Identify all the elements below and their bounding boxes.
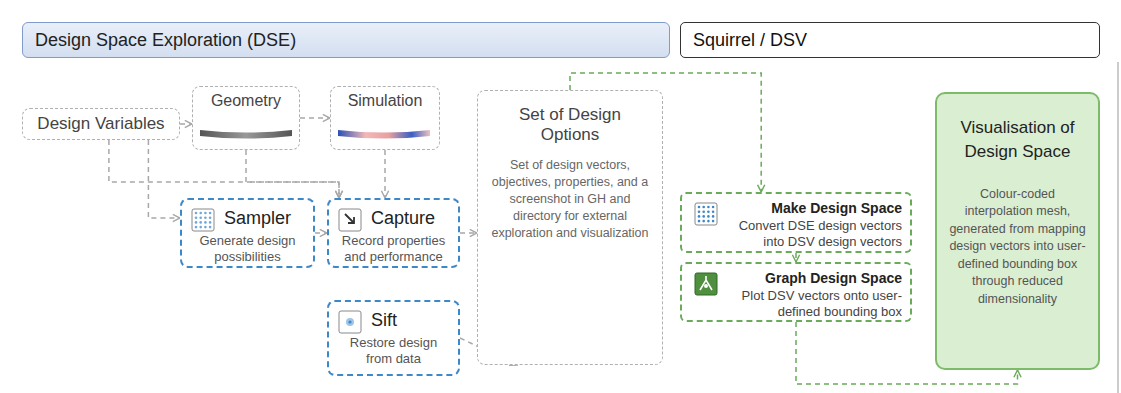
node-title: Sampler [188,206,307,230]
input-box: Design Variables [22,108,180,140]
component-box: SiftRestore design from data [327,300,460,376]
output-box: Visualisation of Design SpaceColour-code… [935,92,1100,370]
node-title: Visualisation of Design Space [947,116,1088,164]
node-title: Capture [335,206,452,230]
dashed-arrow [384,150,386,198]
section-header: Squirrel / DSV [680,22,1100,58]
node-description: Generate design possibilities [188,233,307,266]
dashed-arrow [180,123,192,125]
node-title: Sift [335,308,452,332]
dashed-arrow [300,117,330,119]
dashed-arrow [246,150,339,198]
dashed-arrow [315,232,327,234]
node-title: Graph Design Space [765,270,902,286]
graph-icon [694,272,718,296]
dashed-arrow [148,140,180,218]
node-description: Convert DSE design vectors into DSV desi… [734,218,902,251]
dashed-arrow [795,253,797,262]
section-header: Design Space Exploration (DSE) [22,22,670,58]
data-box: Set of Design OptionsSet of design vecto… [477,90,663,365]
component-box: Make Design SpaceConvert DSE design vect… [680,192,912,253]
grid-icon [191,208,215,232]
sift-icon [338,310,362,334]
capture-icon [338,208,362,232]
node-title: Squirrel / DSV [693,30,1087,51]
dashed-arrow [460,232,477,234]
node-description: Colour-coded interpolation mesh, generat… [947,186,1088,309]
node-description: Restore design from data [335,335,452,368]
node-description: Plot DSV vectors onto user-defined bound… [734,288,902,321]
node-title: Geometry [211,92,281,110]
node-title: Design Space Exploration (DSE) [35,30,657,51]
node-description: Record properties and performance [335,233,452,266]
process-box: Geometry [192,86,300,150]
component-box: Graph Design SpacePlot DSV vectors onto … [680,262,912,322]
node-title: Design Variables [37,114,164,134]
node-description: Set of design vectors, objectives, prope… [490,157,650,241]
component-box: CaptureRecord properties and performance [327,198,460,268]
dots-icon [694,202,718,226]
node-title: Make Design Space [771,200,902,216]
frame-line [1118,62,1119,393]
component-box: SamplerGenerate design possibilities [180,198,315,268]
node-title: Set of Design Options [490,105,650,145]
beam-illustration [198,127,294,141]
simulation-illustration [336,127,432,141]
process-box: Simulation [330,86,440,150]
node-title: Simulation [348,92,423,110]
